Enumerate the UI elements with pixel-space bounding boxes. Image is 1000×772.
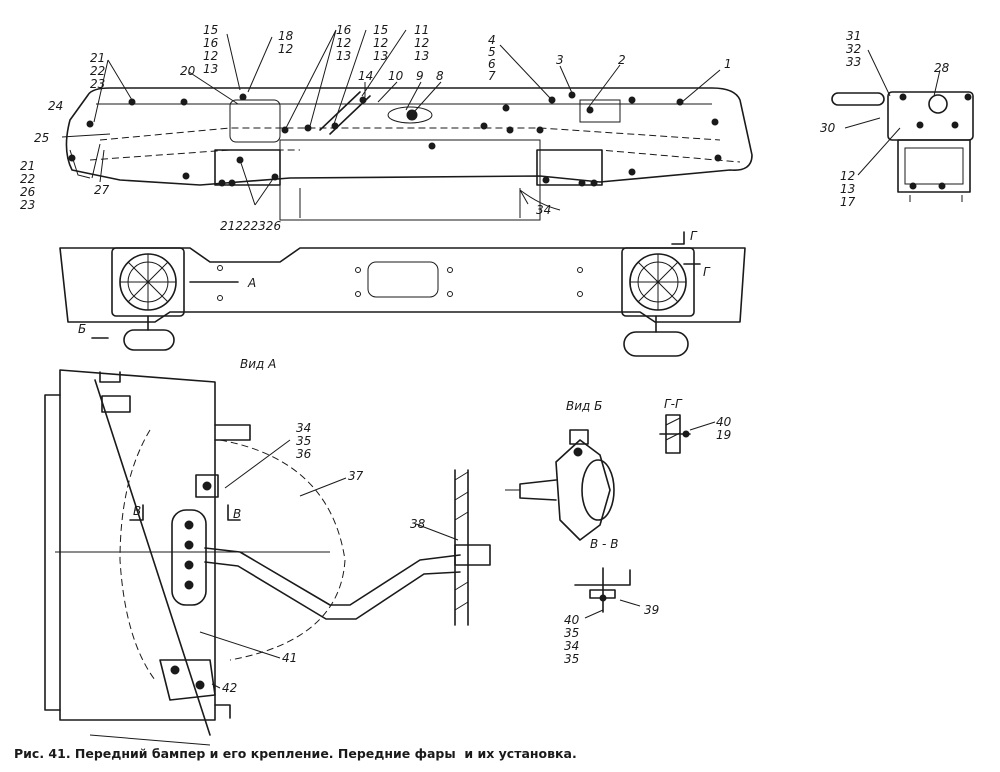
callout-38: 38 (410, 517, 426, 531)
marker-v-right: В (233, 507, 241, 521)
callout-2: 2 (618, 53, 626, 67)
marker-g-bottom: Г (703, 265, 711, 279)
callout-26-left: 26 (20, 185, 36, 199)
marker-a: А (247, 276, 256, 290)
callout-15a-13: 13 (203, 62, 218, 76)
callout-28: 28 (934, 61, 950, 75)
callout-42: 42 (222, 681, 237, 695)
callout-20: 20 (180, 64, 196, 78)
callout-21-top: 21 (90, 51, 105, 65)
callout-25: 25 (34, 131, 49, 145)
callout-15a-12: 12 (203, 49, 218, 63)
callout-6: 6 (488, 57, 496, 71)
callout-39: 39 (644, 603, 659, 617)
marker-b: Б (78, 322, 86, 336)
callout-4: 4 (488, 33, 496, 47)
figure-caption: Рис. 41. Передний бампер и его крепление… (14, 746, 577, 761)
section-v-detail (574, 567, 641, 619)
callout-10: 10 (388, 69, 404, 83)
section-v-title: В - В (590, 537, 618, 551)
callout-35b-vv: 35 (564, 652, 579, 666)
callout-33: 33 (846, 55, 861, 69)
view-a-title: Вид А (240, 357, 276, 371)
section-g-detail (659, 414, 716, 454)
callout-15b-12: 12 (373, 36, 388, 50)
callout-24: 24 (48, 99, 63, 113)
callout-3: 3 (556, 53, 564, 67)
callout-19-gg: 19 (716, 428, 731, 442)
callout-22-left: 22 (20, 172, 35, 186)
callout-16-13: 13 (336, 49, 351, 63)
callout-8: 8 (436, 69, 444, 83)
callout-16: 16 (336, 23, 352, 37)
section-g-title: Г-Г (664, 397, 683, 411)
callout-11-13: 13 (414, 49, 429, 63)
callout-12-side: 12 (840, 169, 855, 183)
side-view-detail (831, 49, 974, 202)
callout-15a-16: 16 (203, 36, 219, 50)
marker-v-left: В (133, 504, 141, 518)
view-b-title: Вид Б (566, 399, 602, 413)
callout-35-view-a: 35 (296, 434, 311, 448)
callout-34-view-a: 34 (296, 421, 311, 435)
callout-30: 30 (820, 121, 836, 135)
callout-23-top: 23 (90, 77, 105, 91)
view-titles: Вид А Вид Б Г-Г В - В А Б Г Г В В (78, 229, 711, 551)
bumper-top-view (65, 87, 753, 221)
callout-9: 9 (416, 69, 424, 83)
callout-35-vv: 35 (564, 626, 579, 640)
callout-32: 32 (846, 42, 861, 56)
callout-22-top: 22 (90, 64, 105, 78)
callout-7: 7 (488, 69, 496, 83)
view-b-detail (505, 429, 615, 541)
marker-g-top: Г (690, 229, 698, 243)
callout-bottom-row: 21222326 (220, 219, 281, 233)
top-leader-lines (61, 29, 721, 206)
callout-16-12: 12 (336, 36, 351, 50)
callout-27: 27 (94, 183, 110, 197)
callout-17-side: 17 (840, 195, 856, 209)
callout-21-left: 21 (20, 159, 35, 173)
callout-37: 37 (348, 469, 364, 483)
callout-11-12: 12 (414, 36, 429, 50)
callout-31: 31 (846, 29, 861, 43)
callout-34-main: 34 (536, 203, 551, 217)
callout-5: 5 (488, 45, 496, 59)
callout-23-left: 23 (20, 198, 35, 212)
callout-11: 11 (414, 23, 429, 37)
callout-36-view-a: 36 (296, 447, 312, 461)
callout-labels: 1 2 3 4 5 6 7 8 9 10 14 11 12 13 15 12 1… (20, 23, 950, 695)
callout-15a: 15 (203, 23, 218, 37)
callout-40-gg: 40 (716, 415, 732, 429)
callout-40-vv: 40 (564, 613, 580, 627)
callout-1: 1 (724, 57, 732, 71)
callout-15b: 15 (373, 23, 388, 37)
callout-18-12: 12 (278, 42, 293, 56)
callout-14: 14 (358, 69, 373, 83)
callout-18: 18 (278, 29, 294, 43)
callout-15b-13: 13 (373, 49, 388, 63)
view-a-detail (44, 369, 491, 746)
bumper-front-view (59, 231, 746, 357)
callout-34-vv: 34 (564, 639, 579, 653)
callout-41: 41 (282, 651, 297, 665)
callout-13-side: 13 (840, 182, 855, 196)
